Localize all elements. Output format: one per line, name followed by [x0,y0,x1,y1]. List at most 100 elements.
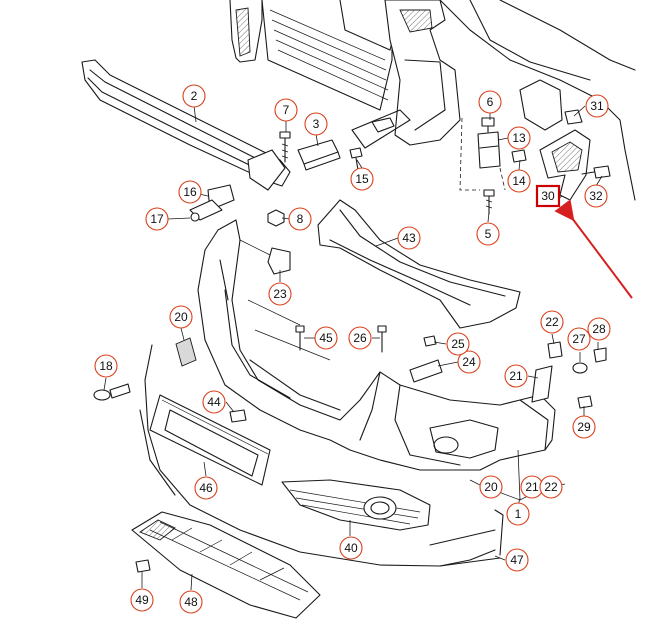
svg-text:48: 48 [184,595,198,609]
screw-28 [593,347,607,363]
screw-26 [377,325,387,353]
callout-3: 3 [304,112,328,136]
svg-text:29: 29 [577,420,591,434]
callout-5: 5 [476,222,500,246]
pointer-arrow [554,199,633,299]
svg-text:18: 18 [99,359,113,373]
svg-text:1: 1 [515,507,522,521]
callout-28: 28 [587,317,611,341]
screw-32 [581,165,611,179]
callout-32: 32 [584,184,608,208]
svg-text:20: 20 [484,480,498,494]
svg-text:23: 23 [273,287,287,301]
callout-43: 43 [397,226,421,250]
callout-13: 13 [507,126,531,150]
svg-text:6: 6 [487,95,494,109]
callout-22b: 22 [539,475,563,499]
svg-text:47: 47 [510,553,524,567]
screw-15 [349,147,363,171]
callout-47: 47 [505,548,529,572]
svg-text:32: 32 [589,189,603,203]
clip-31 [564,109,583,125]
screw-49 [135,559,151,573]
callout-18: 18 [94,354,118,378]
bracket-23 [267,247,291,275]
svg-text:44: 44 [207,395,221,409]
callout-22a: 22 [540,310,564,334]
screw-29 [577,395,593,409]
lock-carrier-bracket [351,0,461,149]
callout-29: 29 [572,415,596,439]
license-plate-holder [149,394,271,486]
svg-text:14: 14 [512,174,526,188]
svg-text:30: 30 [541,189,555,203]
callout-8: 8 [288,207,312,231]
callout-7: 7 [274,98,298,122]
bolt-6 [481,117,495,133]
impact-sensor [297,139,341,171]
svg-text:26: 26 [353,331,367,345]
callout-2: 2 [182,84,206,108]
impact-bar-bracket [189,184,235,222]
lower-bumper-cover [139,344,504,567]
nut-27 [572,362,588,374]
svg-text:2: 2 [191,89,198,103]
svg-text:28: 28 [592,322,606,336]
tow-eye-18 [93,383,131,401]
lower-grille [281,479,431,531]
callout-16: 16 [178,180,202,204]
callout-40: 40 [339,536,363,560]
svg-text:25: 25 [451,337,465,351]
svg-text:8: 8 [297,212,304,226]
bracket-13 [459,117,506,191]
svg-text:16: 16 [183,185,197,199]
svg-text:5: 5 [485,227,492,241]
svg-text:46: 46 [199,481,213,495]
callout-44: 44 [202,390,226,414]
underbody-guard [131,511,321,619]
callout-26: 26 [348,326,372,350]
callout-25: 25 [446,332,470,356]
svg-text:43: 43 [402,231,416,245]
svg-text:49: 49 [135,593,149,607]
energy-absorber-43 [317,199,521,329]
clip-14 [511,149,527,163]
svg-text:27: 27 [572,332,586,346]
fender [439,0,636,201]
callout-24: 24 [457,350,481,374]
callout-21a: 21 [504,364,528,388]
svg-text:24: 24 [462,355,476,369]
bolt-5 [483,189,495,215]
svg-text:15: 15 [355,172,369,186]
nut-8 [267,209,285,227]
callout-14: 14 [507,169,531,193]
svg-text:17: 17 [150,212,164,226]
callout-6: 6 [478,90,502,114]
callout-1: 1 [506,502,530,526]
callout-31: 31 [585,94,609,118]
svg-text:22: 22 [545,315,559,329]
clip-22 [547,341,563,359]
svg-text:22: 22 [544,480,558,494]
callout-20b: 20 [479,475,503,499]
guide-bracket-30 [539,129,591,201]
bumper-cover [175,219,556,471]
radiator-assembly [229,0,399,111]
clip-44 [229,409,247,423]
callout-30: 30 [535,184,561,208]
svg-text:7: 7 [283,103,290,117]
bolt-7 [279,131,291,163]
callout-17: 17 [145,207,169,231]
callout-20a: 20 [169,305,193,329]
callout-45: 45 [314,326,338,350]
svg-text:21: 21 [525,480,539,494]
screw-25 [423,335,437,347]
callout-46: 46 [194,476,218,500]
callout-48: 48 [179,590,203,614]
svg-text:20: 20 [174,310,188,324]
svg-text:21: 21 [509,369,523,383]
svg-text:13: 13 [512,131,526,145]
svg-text:31: 31 [590,99,604,113]
